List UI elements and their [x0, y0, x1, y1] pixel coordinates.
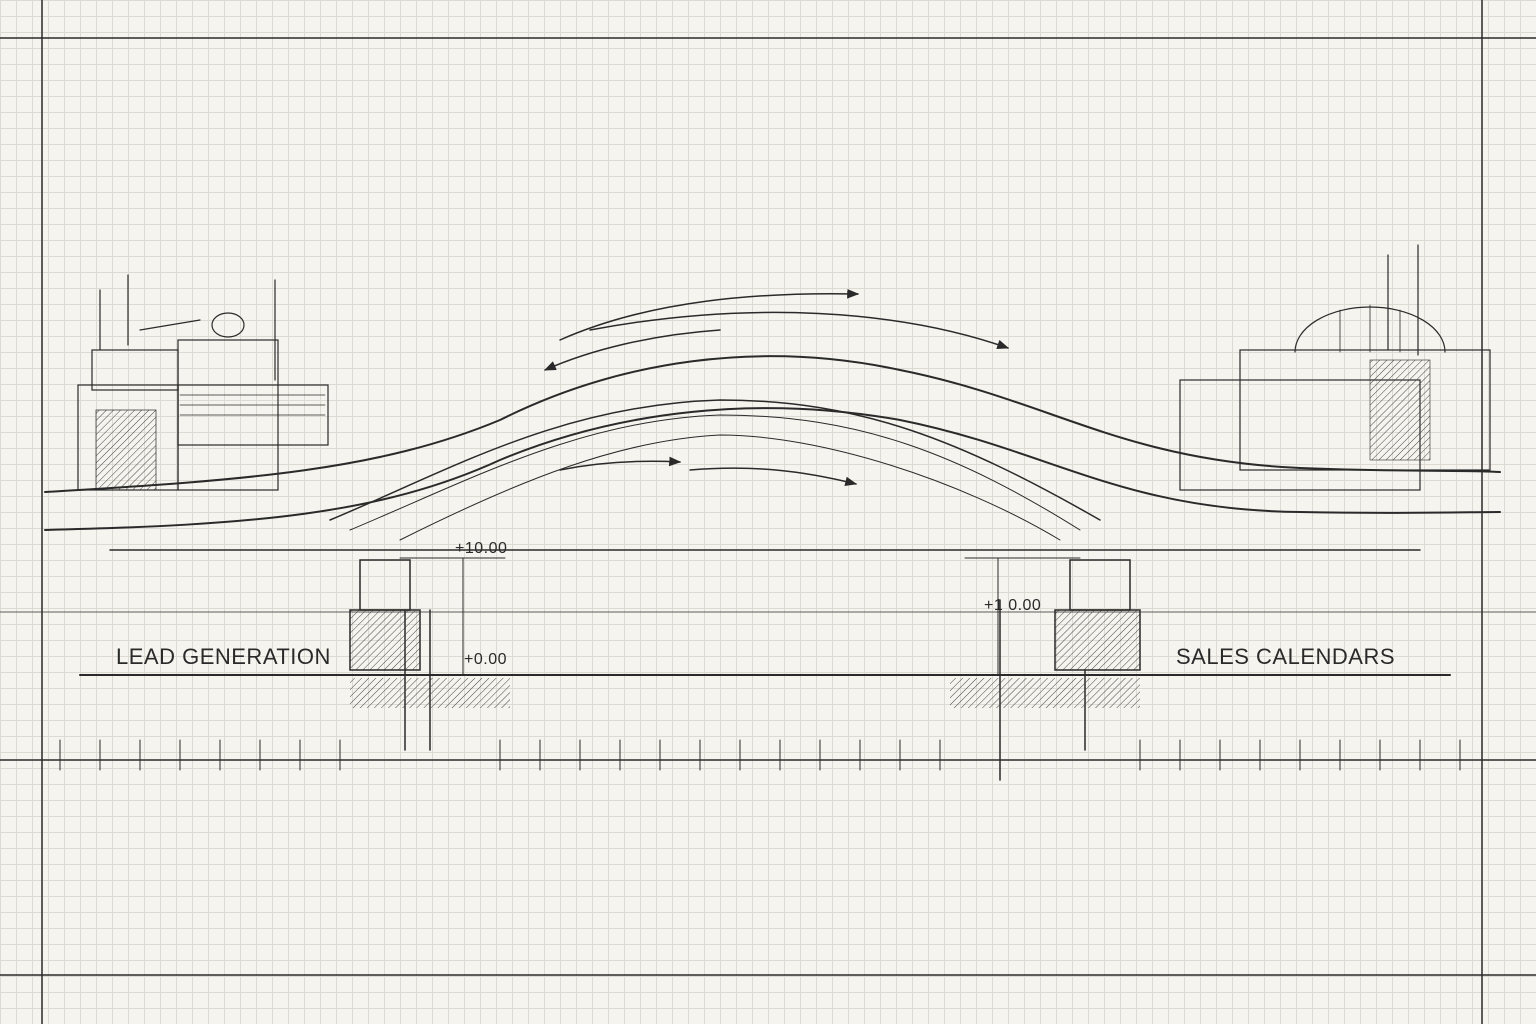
left-building	[77, 274, 329, 491]
right-label: SALES CALENDARS	[1176, 644, 1396, 669]
scale-ticks	[59, 739, 1461, 771]
flow-arrows	[543, 288, 1010, 487]
ground-line	[79, 674, 1451, 708]
bridge-deck	[44, 355, 1501, 551]
dimension-left-bottom: +0.00	[464, 651, 507, 668]
dimension-right: +1 0.00	[984, 597, 1042, 614]
left-label: LEAD GENERATION	[116, 644, 331, 669]
dimension-left-top: +10.00	[455, 540, 508, 557]
dimension-lines	[399, 557, 1081, 676]
right-building	[1179, 244, 1491, 491]
bridge-piers	[349, 559, 1141, 781]
